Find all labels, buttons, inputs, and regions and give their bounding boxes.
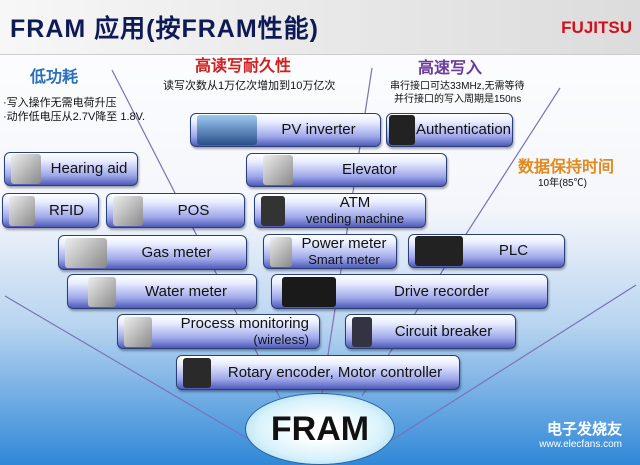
app-authentication: Authentication: [386, 113, 513, 147]
category-low-power: 低功耗: [30, 69, 79, 86]
endurance-desc: 读写次数从1万亿次增加到10万亿次: [163, 80, 336, 92]
app-hearing-aid: Hearing aid: [4, 152, 138, 186]
app-elevator: Elevator: [246, 153, 447, 187]
header: FRAM 应用(按FRAM性能) FUJITSU: [0, 0, 640, 55]
fast-write-desc-1: 串行接口可达33MHz,无需等待: [390, 81, 525, 92]
app-circuit-breaker: Circuit breaker: [345, 314, 516, 349]
app-plc: PLC: [408, 234, 565, 268]
app-rotary-encoder: Rotary encoder, Motor controller: [176, 355, 460, 390]
pos-terminal-icon: [113, 195, 143, 226]
category-endurance: 高读写耐久性: [195, 58, 292, 75]
page-title: FRAM 应用(按FRAM性能): [10, 15, 320, 43]
app-pv-inverter: PV inverter: [190, 113, 381, 147]
gas-meter-icon: [65, 237, 107, 268]
app-water-meter: Water meter: [67, 274, 257, 309]
app-drive-recorder: Drive recorder: [271, 274, 548, 309]
elevator-icon: [263, 155, 293, 185]
water-meter-icon: [88, 276, 116, 307]
app-gas-meter: Gas meter: [58, 235, 247, 270]
fujitsu-logo: FUJITSU: [561, 18, 632, 37]
low-power-desc-1: ·写入操作无需电荷升压: [3, 97, 117, 109]
circuit-breaker-icon: [352, 316, 372, 347]
power-meter-icon: [270, 236, 292, 267]
chip-icon: [389, 115, 415, 145]
low-power-desc-2: ·动作低电压从2.7V降至 1.8V.: [3, 111, 146, 123]
atm-icon: [261, 195, 285, 226]
fram-center: FRAM: [245, 393, 395, 465]
plc-icon: [415, 236, 463, 266]
app-rfid: RFID: [2, 193, 99, 228]
app-process-monitoring: Process monitoring(wireless): [117, 314, 320, 349]
solar-panel-icon: [197, 115, 257, 145]
rfid-icon: [9, 195, 35, 226]
category-retention: 数据保持时间: [518, 159, 615, 176]
drive-recorder-icon: [282, 276, 336, 307]
motor-icon: [183, 357, 211, 388]
fast-write-desc-2: 并行接口的写入周期是150ns: [394, 94, 522, 105]
retention-desc: 10年(85℃): [538, 178, 587, 189]
hearing-aid-icon: [11, 154, 41, 184]
category-fast-write: 高速写入: [418, 60, 483, 77]
monitor-device-icon: [124, 316, 152, 347]
app-pos: POS: [106, 193, 245, 228]
